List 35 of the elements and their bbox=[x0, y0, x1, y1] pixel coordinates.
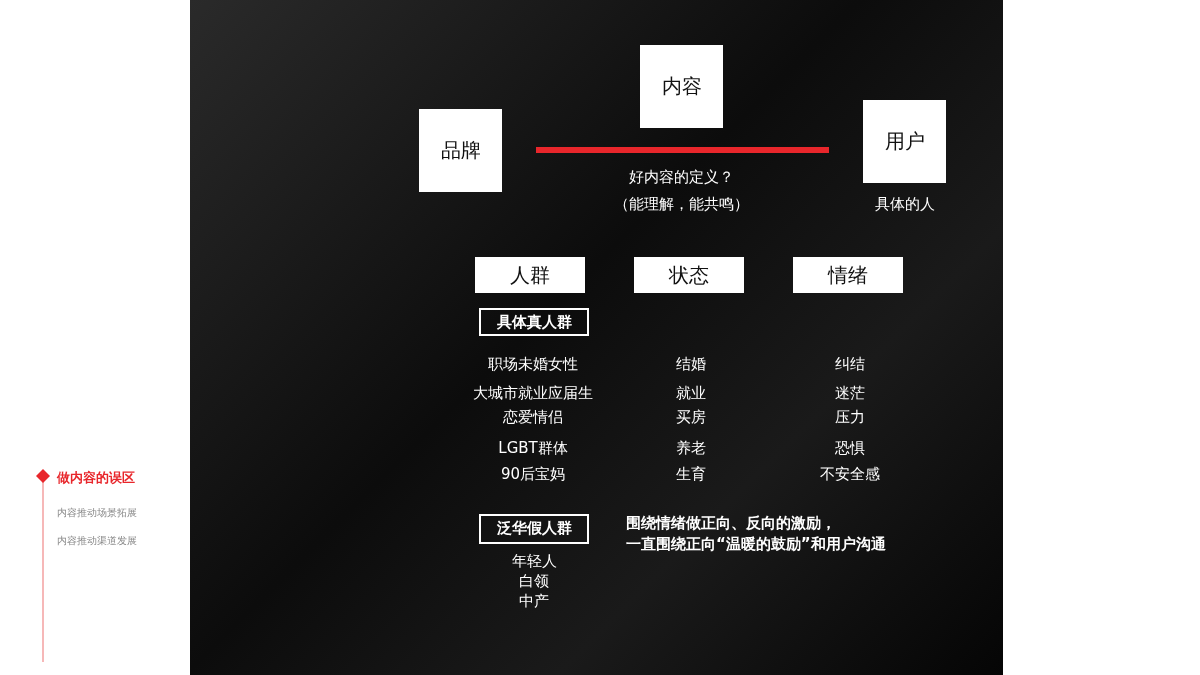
outlined-label: 具体真人群 bbox=[479, 308, 589, 336]
menu-item: 内容推动渠道发展 bbox=[57, 534, 137, 548]
text-box: 状态 bbox=[634, 257, 744, 293]
note-text: （能理解，能共鸣） bbox=[613, 195, 749, 214]
list-item: 就业 bbox=[676, 384, 706, 403]
text-box: 内容 bbox=[640, 45, 723, 128]
list-item: 90后宝妈 bbox=[500, 465, 566, 484]
list-item: 恋爱情侣 bbox=[503, 408, 563, 427]
list-item: 纠结 bbox=[835, 355, 865, 374]
menu-heading: 做内容的误区 bbox=[57, 469, 135, 487]
outlined-label: 泛华假人群 bbox=[479, 514, 589, 544]
list-item: 恐惧 bbox=[835, 439, 865, 458]
node-label: 年轻人 bbox=[511, 552, 557, 571]
text-box: 情绪 bbox=[793, 257, 903, 293]
list-item: 大城市就业应届生 bbox=[473, 384, 593, 403]
connector-line bbox=[536, 147, 829, 153]
list-item: 生育 bbox=[676, 465, 706, 484]
text-box: 用户 bbox=[863, 100, 946, 183]
list-item: 职场未婚女性 bbox=[488, 355, 578, 374]
text-box: 人群 bbox=[475, 257, 585, 293]
list-item: 养老 bbox=[676, 439, 706, 458]
node-label: 具体的人 bbox=[874, 195, 935, 214]
node-label: 白领 bbox=[519, 572, 549, 591]
list-item: 压力 bbox=[835, 408, 865, 427]
menu-item: 内容推动场景拓展 bbox=[57, 506, 137, 520]
node-label: 中产 bbox=[519, 592, 549, 611]
note-text: 一直围绕正向“温暖的鼓励”和用户沟通 bbox=[626, 535, 886, 554]
list-item: LGBT群体 bbox=[498, 439, 568, 458]
list-item: 迷茫 bbox=[835, 384, 865, 403]
list-item: 结婚 bbox=[676, 355, 706, 374]
note-text: 围绕情绪做正向、反向的激励， bbox=[626, 514, 836, 533]
list-item: 不安全感 bbox=[820, 465, 880, 484]
note-text: 好内容的定义？ bbox=[628, 168, 734, 187]
list-item: 买房 bbox=[676, 408, 706, 427]
text-box: 品牌 bbox=[419, 109, 502, 192]
